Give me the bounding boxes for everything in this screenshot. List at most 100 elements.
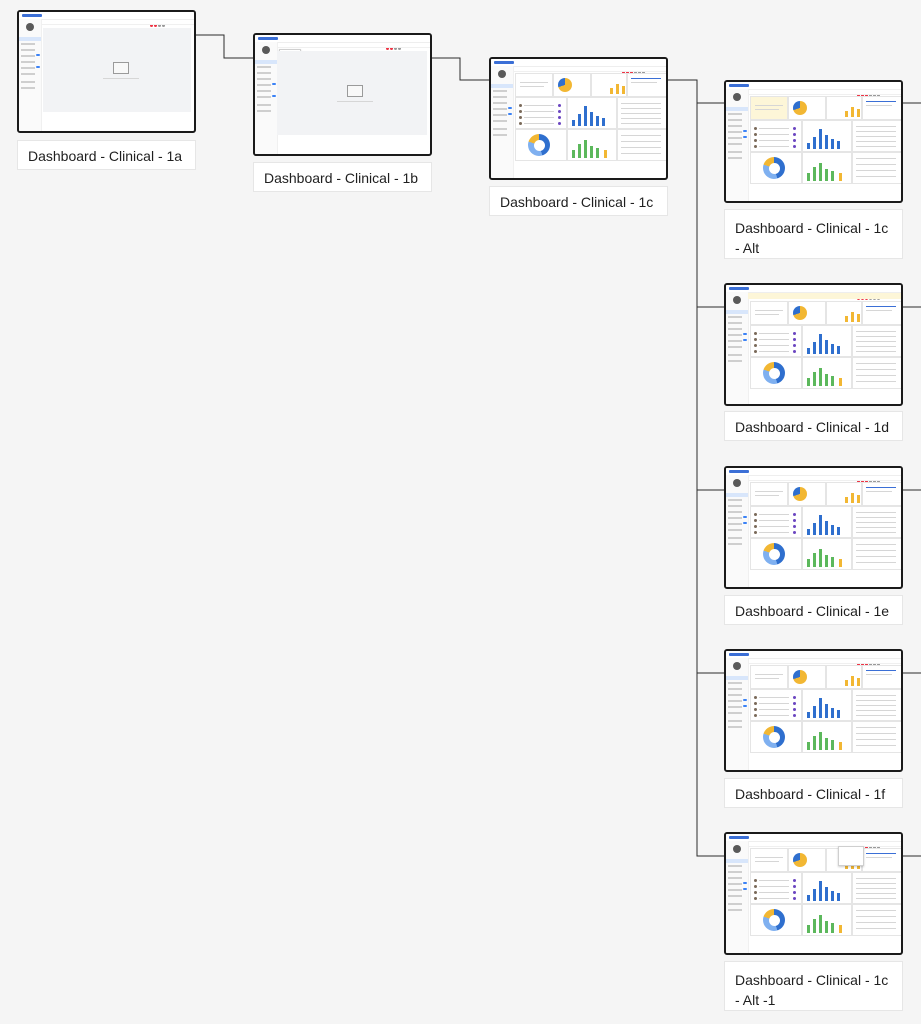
mini-sidebar <box>726 841 749 953</box>
mini-chart-bar <box>807 348 810 354</box>
mini-text-line <box>866 674 892 675</box>
mini-text-line <box>856 341 896 342</box>
mini-text-line <box>755 678 779 679</box>
mini-text-line <box>856 556 896 557</box>
mini-logo <box>729 287 749 290</box>
mini-avatar <box>733 479 741 487</box>
mini-card-chart-blue <box>802 506 852 538</box>
mini-chart-bar <box>813 372 816 386</box>
mini-subbar <box>277 42 430 48</box>
frame-1c-thumbnail[interactable] <box>489 57 668 180</box>
mini-text-line <box>755 861 779 862</box>
connector-1a-1b <box>196 34 253 59</box>
mini-chart-bar <box>813 523 816 535</box>
frame-label-1e: Dashboard - Clinical - 1e <box>724 595 903 625</box>
frame-1a-thumbnail[interactable] <box>17 10 196 133</box>
mini-status-dot <box>793 519 796 522</box>
mini-text-line <box>759 886 789 887</box>
mini-toolbar-icons <box>857 287 897 300</box>
mini-person-avatar <box>754 519 757 522</box>
mini-card-tasks <box>852 357 901 389</box>
mini-nav-active <box>726 107 748 111</box>
mini-card-chart-green <box>802 538 852 570</box>
frame-1c-alt-thumbnail[interactable] <box>724 80 903 203</box>
mini-status-dot <box>793 133 796 136</box>
frame-1f-thumbnail[interactable] <box>724 649 903 772</box>
mini-card-chart-blue <box>802 689 852 721</box>
mini-chart-bar <box>845 497 848 503</box>
mini-status-dot <box>793 350 796 353</box>
mini-card-bars <box>826 665 862 689</box>
mini-text-line <box>759 703 789 704</box>
mini-nav-row <box>728 537 742 539</box>
mini-chart-bar <box>857 109 860 117</box>
mini-chart-bar <box>578 144 581 158</box>
mini-nav-row <box>728 720 742 722</box>
frame-1c-alt-1-thumbnail[interactable] <box>724 832 903 955</box>
mini-topbar <box>491 59 666 74</box>
mini-nav-row <box>728 895 742 897</box>
mini-chart-bar <box>837 893 840 901</box>
mini-status-dot <box>793 344 796 347</box>
mini-status-dot <box>793 525 796 528</box>
mini-chart-bar <box>584 140 587 158</box>
mini-badge <box>743 136 747 138</box>
mini-text-line <box>759 128 789 129</box>
mini-text-line <box>866 105 892 106</box>
mini-nav-row <box>728 316 742 318</box>
mini-status-dot <box>793 332 796 335</box>
mini-sidebar <box>255 42 278 154</box>
mini-card-welcome <box>750 848 788 872</box>
mini-chart-bar <box>825 704 828 718</box>
mini-person-avatar <box>754 350 757 353</box>
mini-badge <box>743 339 747 341</box>
mini-card-messages <box>852 506 901 538</box>
frame-label-1b: Dashboard - Clinical - 1b <box>253 162 432 192</box>
mini-card-chart-green <box>802 152 852 184</box>
mini-text-line <box>856 928 896 929</box>
mini-chart-bar <box>616 84 619 94</box>
mini-badge <box>508 107 512 109</box>
frame-label-1d: Dashboard - Clinical - 1d <box>724 411 903 441</box>
mini-nav-row <box>728 354 742 356</box>
mini-chart-bar <box>831 891 834 901</box>
mini-card-pie <box>788 482 826 506</box>
mini-text-line <box>856 158 896 159</box>
mini-text-line <box>621 141 661 142</box>
mini-chart-bar <box>596 116 599 126</box>
mini-chart-bar <box>831 708 834 718</box>
mini-sidebar <box>491 66 514 178</box>
mini-nav-row <box>728 322 742 324</box>
mini-chart-bar <box>825 738 828 750</box>
mini-nav-row <box>493 108 507 110</box>
mini-text-line <box>631 82 657 83</box>
mini-chart-bar <box>813 889 816 901</box>
mini-text-line <box>755 495 779 496</box>
mini-card-donut <box>750 357 802 389</box>
mini-text-line <box>759 351 789 352</box>
frame-1e-thumbnail[interactable] <box>724 466 903 589</box>
mini-person-avatar <box>754 513 757 516</box>
mini-chart-bar <box>851 312 854 322</box>
mini-chart-bar <box>825 921 828 933</box>
mini-chart-bar <box>839 925 842 933</box>
mini-status-dot <box>793 879 796 882</box>
frame-1d-thumbnail[interactable] <box>724 283 903 406</box>
mini-nav-row <box>728 694 742 696</box>
mini-chart-bar <box>831 557 834 567</box>
mini-nav-row <box>728 726 742 728</box>
mini-chart-bar <box>845 680 848 686</box>
mini-chart-bar <box>807 529 810 535</box>
mini-chart-bar <box>807 925 810 933</box>
mini-chart-bar <box>845 863 848 869</box>
mini-chart-bar <box>807 742 810 750</box>
mini-nav-row <box>728 511 742 513</box>
mini-pie-chart <box>793 853 807 867</box>
mini-text-line <box>856 922 896 923</box>
mini-nav-row <box>728 125 742 127</box>
mini-person-avatar <box>754 127 757 130</box>
mini-badge <box>743 882 747 884</box>
mini-nav-row <box>728 505 742 507</box>
frame-1b-thumbnail[interactable] <box>253 33 432 156</box>
mini-chart-bar <box>819 732 822 750</box>
